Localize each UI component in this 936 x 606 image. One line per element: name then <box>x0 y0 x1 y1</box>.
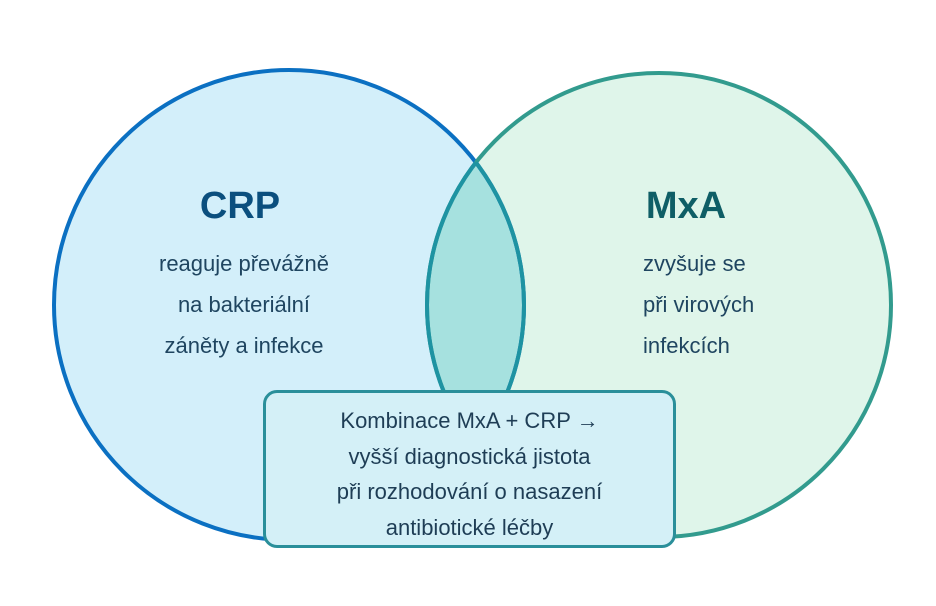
crp-line: záněty a infekce <box>164 333 324 358</box>
mxa-title: MxA <box>645 185 727 227</box>
crp-line: reaguje převážně <box>158 251 330 276</box>
crp-title: CRP <box>199 185 281 227</box>
mxa-line: infekcích <box>643 333 730 358</box>
mxa-line: při virových <box>643 292 755 317</box>
crp-description: reaguje převážně na bakteriální záněty a… <box>159 243 329 366</box>
mxa-description: zvyšuje se při virových infekcích <box>643 243 754 366</box>
callout-line: vyšší diagnostická jistota <box>348 443 591 469</box>
mxa-line: zvyšuje se <box>643 251 746 276</box>
overlap-outline-left <box>427 73 526 537</box>
overlap-outline <box>425 71 524 539</box>
callout-line: Kombinace MxA + CRP → <box>340 408 599 433</box>
combination-callout: Kombinace MxA + CRP → vyšší diagnostická… <box>263 390 676 548</box>
callout-line: při rozhodování o nasazení <box>336 479 603 504</box>
crp-line: na bakteriální <box>177 292 311 317</box>
callout-line: antibiotické léčby <box>385 514 554 540</box>
